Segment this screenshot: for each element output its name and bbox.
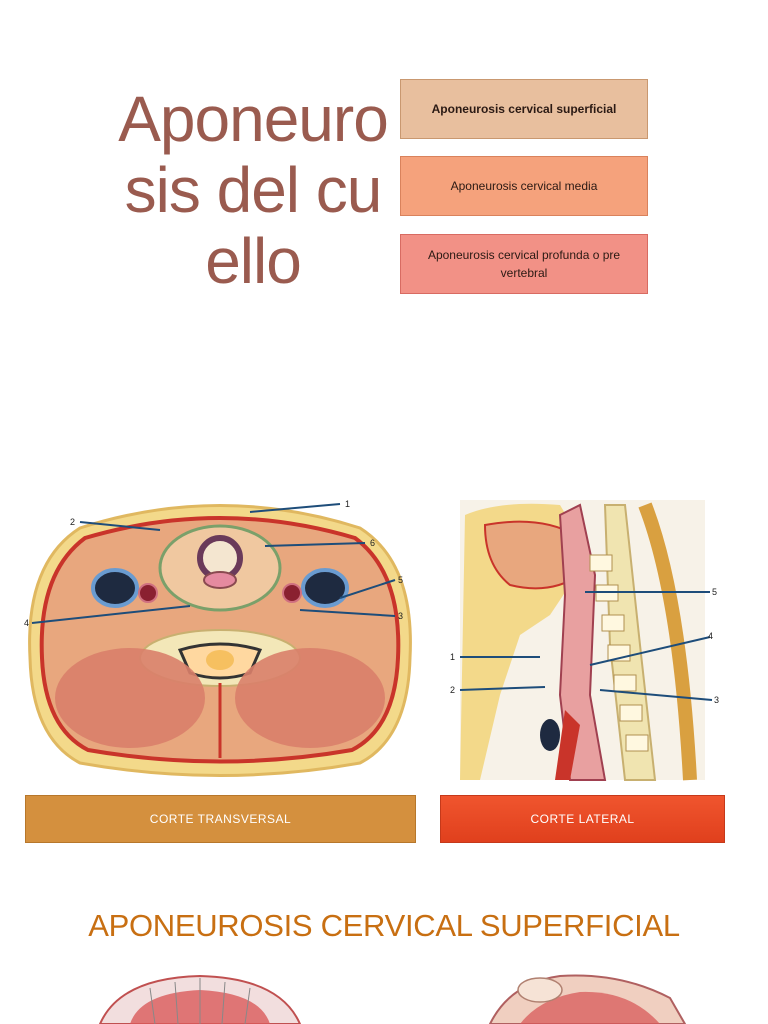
transverse-label: 6 xyxy=(370,538,375,548)
superficial-fascia-illustration-right xyxy=(470,968,700,1024)
fascia-box-profunda: Aponeurosis cervical profunda o pre vert… xyxy=(400,234,648,294)
fascia-box-media: Aponeurosis cervical media xyxy=(400,156,648,216)
lateral-label: 2 xyxy=(450,685,455,695)
fascia-box-superficial: Aponeurosis cervical superficial xyxy=(400,79,648,139)
superficial-fascia-illustration-left xyxy=(60,968,335,1024)
lateral-label: 1 xyxy=(450,652,455,662)
transverse-label: 1 xyxy=(345,499,350,509)
section-title: APONEUROSIS CERVICAL SUPERFICIAL xyxy=(88,908,680,943)
lateral-label: 4 xyxy=(708,631,713,641)
transverse-label: 3 xyxy=(398,611,403,621)
page-title: Aponeurosis del cuello xyxy=(118,83,389,297)
lateral-label: 5 xyxy=(712,587,717,597)
transverse-label: 2 xyxy=(70,517,75,527)
caption-lateral: CORTE LATERAL xyxy=(440,795,725,843)
caption-transverse: CORTE TRANSVERSAL xyxy=(25,795,416,843)
transverse-label: 4 xyxy=(24,618,29,628)
transverse-section-illustration: 1 2 6 5 4 3 xyxy=(24,499,412,777)
transverse-label: 5 xyxy=(398,575,403,585)
lateral-section-illustration: 5 4 1 2 3 xyxy=(450,500,719,781)
lateral-label: 3 xyxy=(714,695,719,705)
